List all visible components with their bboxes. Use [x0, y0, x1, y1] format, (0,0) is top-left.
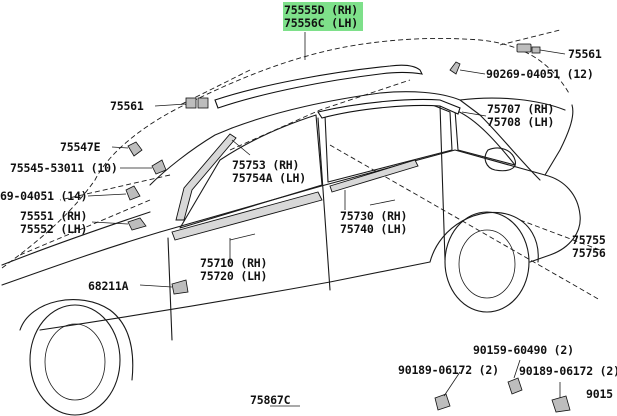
- part-labels: 75555D (RH) 75556C (LH) 75561 90269-0405…: [0, 3, 617, 407]
- label-90189-2a: 90189-06172 (2): [398, 363, 499, 377]
- label-75561-top: 75561: [568, 47, 602, 61]
- label-75547e: 75547E: [60, 140, 101, 154]
- label-75710: 75710 (RH): [200, 256, 267, 270]
- label-68211a: 68211A: [88, 279, 129, 293]
- label-75708: 75708 (LH): [487, 115, 554, 129]
- leader-lines: [87, 32, 566, 407]
- label-9015: 9015: [586, 387, 613, 401]
- label-75707: 75707 (RH): [487, 102, 554, 116]
- label-90269-12: 90269-04051 (12): [486, 67, 594, 81]
- clip-90269-left: [125, 185, 141, 201]
- clip-75551: [127, 217, 147, 231]
- clip-90189-b: [551, 395, 571, 413]
- label-highlight: [283, 2, 363, 31]
- clip-90159: [507, 377, 523, 395]
- clip-75547e: [127, 141, 143, 157]
- label-75867c: 75867C: [250, 393, 291, 407]
- label-75720: 75720 (LH): [200, 269, 267, 283]
- label-75545: 75545-53011 (10): [10, 161, 118, 175]
- car-dashed-outline: [1, 29, 601, 301]
- bracket-75561-left-a: [185, 97, 197, 109]
- clip-75545: [151, 159, 167, 175]
- bracket-75561-left-b: [197, 97, 209, 109]
- label-75754a: 75754A (LH): [232, 171, 306, 185]
- label-75755: 75755: [572, 233, 606, 247]
- label-75740: 75740 (LH): [340, 222, 407, 236]
- label-90159-2: 90159-60490 (2): [473, 343, 574, 357]
- window-frame-molding: [317, 98, 461, 119]
- label-75552: 75552 (LH): [20, 222, 87, 236]
- clip-90269-right: [449, 61, 461, 75]
- car-body: [1, 91, 581, 416]
- bracket-75561-right-b: [531, 46, 541, 54]
- label-90189-2b: 90189-06172 (2): [519, 364, 617, 378]
- label-90269-14: 69-04051 (14): [0, 189, 87, 203]
- front-pillar-molding: [171, 133, 419, 241]
- clip-90189-a: [434, 393, 451, 411]
- label-75561-left: 75561: [110, 99, 144, 113]
- part-68211a: [171, 279, 189, 295]
- label-75730: 75730 (RH): [340, 209, 407, 223]
- label-75756: 75756: [572, 246, 606, 260]
- clips: [125, 43, 571, 413]
- roof-molding-part: [214, 64, 423, 109]
- bracket-75561-right: [516, 43, 532, 53]
- label-75551: 75551 (RH): [20, 209, 87, 223]
- label-75753: 75753 (RH): [232, 158, 299, 172]
- label-75556c: 75556C (LH): [284, 16, 358, 30]
- label-75555d: 75555D (RH): [284, 3, 358, 17]
